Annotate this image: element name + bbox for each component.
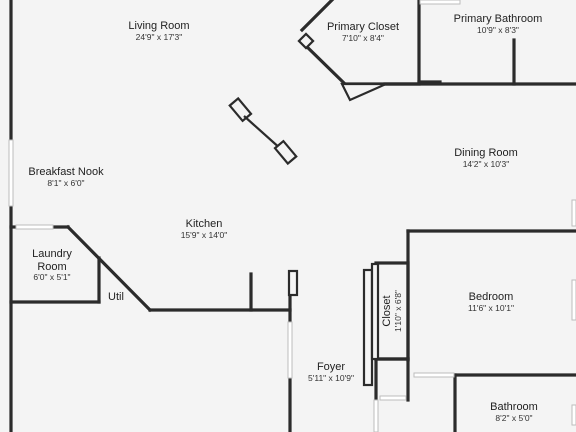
walls: [9, 0, 576, 432]
primary-bathroom-dims: 10'9" x 8'3": [477, 24, 519, 35]
fixtures: [228, 32, 387, 387]
bathroom-name: Bathroom: [490, 401, 538, 413]
util-label: Util: [108, 291, 124, 303]
laundry-room-name-line1: Laundry: [32, 248, 72, 260]
window-primary-bath-top: [419, 0, 461, 5]
kitchen-dims: 15'9" x 14'0": [180, 229, 228, 240]
primary-bathroom-name: Primary Bathroom: [453, 13, 543, 25]
pillar-link: [243, 115, 283, 151]
living-room-name: Living Room: [128, 20, 190, 32]
closet-post: [362, 268, 374, 387]
breakfast-nook-label: Breakfast Nook 8'1" x 6'0": [28, 166, 103, 188]
foyer-name: Foyer: [316, 361, 346, 373]
closet-corner-left: [297, 32, 315, 50]
kitchen-label: Kitchen 15'9" x 14'0": [181, 218, 228, 240]
closet-label: Closet 1'10" x 6'8": [381, 290, 403, 332]
window-bedroom-bottom: [413, 372, 455, 378]
dining-room-dims: 14'2" x 10'3": [462, 158, 510, 169]
window-dining-right: [571, 199, 576, 227]
laundry-room-name-line2: Room: [37, 260, 67, 273]
living-room-label: Living Room 24'9" x 17'3": [128, 20, 189, 42]
breakfast-nook-dims: 8'1" x 6'0": [47, 177, 85, 188]
bedroom-dims: 11'6" x 10'1": [468, 302, 514, 313]
laundry-room-dims: 6'0" x 5'1": [33, 272, 71, 283]
window-foyer-right: [373, 399, 379, 432]
wall-laundry-diagonal: [65, 224, 153, 313]
window-closet-door: [379, 395, 407, 401]
window-foyer-left: [287, 321, 293, 379]
window-breakfast-nook: [8, 139, 14, 207]
foyer-dims: 5'11" x 10'9": [308, 372, 354, 383]
bedroom-label: Bedroom 11'6" x 10'1": [468, 291, 514, 313]
window-laundry: [15, 224, 54, 230]
door-jamb-bedroom: [370, 262, 380, 361]
bathroom-dims: 8'2" x 5'0": [495, 412, 533, 423]
windows: [8, 0, 576, 432]
wall-closet-top-diag: [299, 0, 335, 33]
living-room-dims: 24'9" x 17'3": [135, 31, 183, 42]
pillar-upper: [228, 96, 253, 123]
dining-room-name: Dining Room: [454, 147, 518, 159]
wall-closet-left-diag: [299, 39, 348, 87]
primary-closet-dims: 7'10" x 8'4": [342, 32, 384, 43]
bedroom-name: Bedroom: [468, 291, 514, 303]
bathroom-label: Bathroom 8'2" x 5'0": [490, 401, 538, 423]
foyer-post: [287, 269, 299, 297]
breakfast-nook-name: Breakfast Nook: [28, 166, 104, 178]
primary-closet-label: Primary Closet 7'10" x 8'4": [327, 21, 399, 43]
laundry-room-label: Laundry Room 6'0" x 5'1": [32, 248, 72, 283]
dining-room-label: Dining Room 14'2" x 10'3": [454, 147, 518, 169]
window-bath-right: [571, 404, 576, 426]
pillar-lower: [273, 139, 298, 166]
kitchen-name: Kitchen: [185, 218, 223, 230]
closet-dims: 1'10" x 6'8": [392, 290, 403, 332]
window-bedroom-right: [571, 279, 576, 321]
primary-bathroom-label: Primary Bathroom 10'9" x 8'3": [454, 13, 543, 35]
closet-corner-bottom: [340, 82, 387, 102]
primary-closet-name: Primary Closet: [326, 21, 400, 33]
foyer-label: Foyer 5'11" x 10'9": [308, 361, 354, 383]
closet-name: Closet: [380, 295, 393, 327]
